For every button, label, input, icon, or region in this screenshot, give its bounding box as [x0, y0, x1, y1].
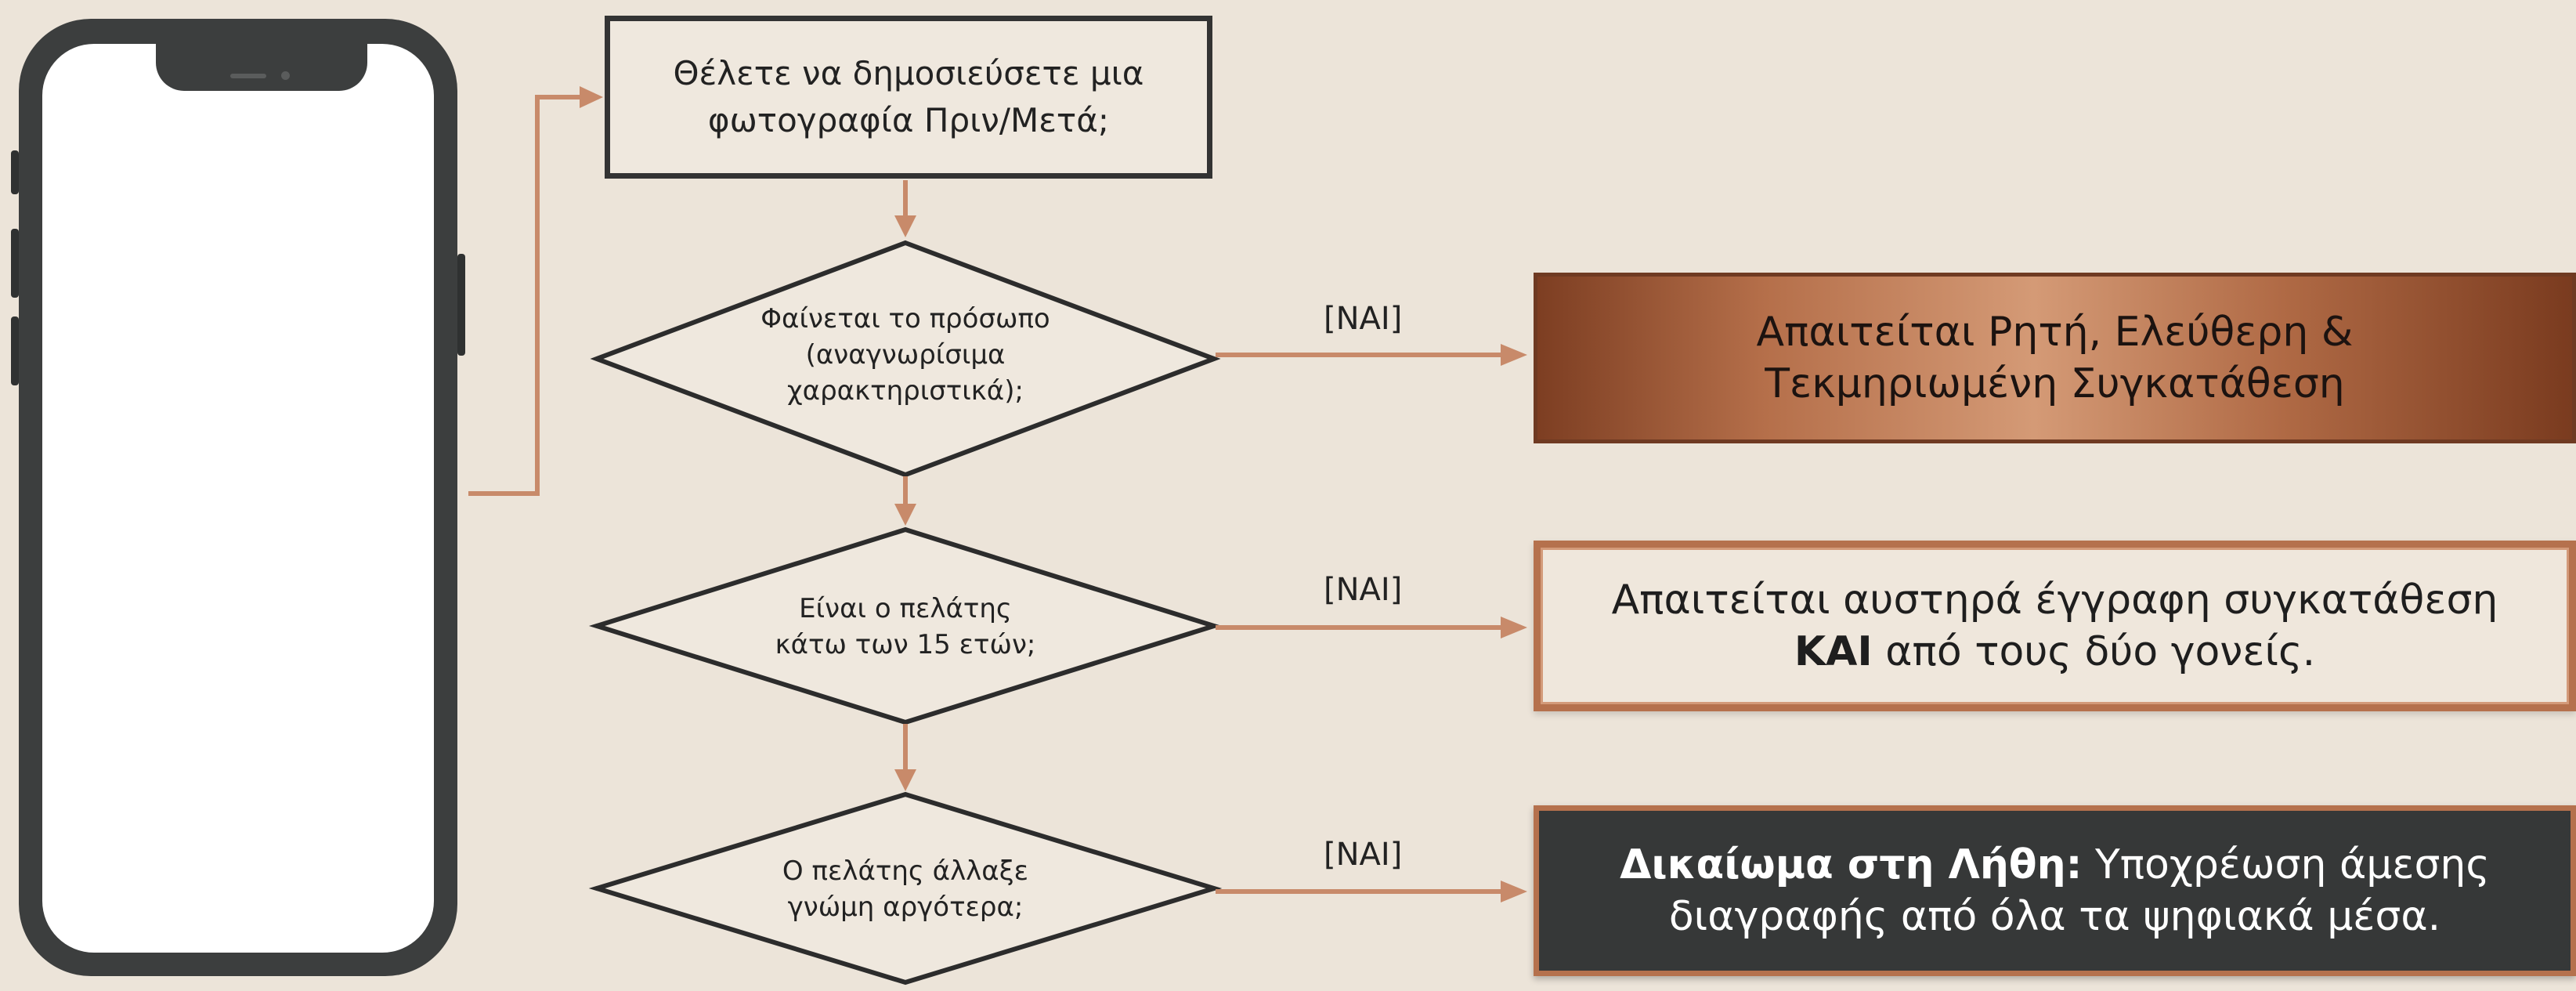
decision-text-line: Φαίνεται το πρόσωπο: [761, 303, 1050, 335]
decision-changed-mind-text: Ο πελάτης άλλαξε γνώμη αργότερα;: [710, 853, 1101, 925]
result-text-line: Τεκμηριωμένη Συγκατάθεση: [1765, 360, 2345, 407]
decision-text-line: κάτω των 15 ετών;: [775, 629, 1036, 660]
decision-text-line: χαρακτηριστικά);: [787, 375, 1024, 407]
decision-under-15-text: Είναι ο πελάτης κάτω των 15 ετών;: [710, 591, 1101, 663]
decision1-to-decision2-arrowhead: [894, 504, 916, 526]
phone-notch: [156, 44, 367, 91]
result-text-line: Απαιτείται αυστηρά έγγραφη συγκατάθεση: [1611, 577, 2498, 624]
decision-text-line: γνώμη αργότερα;: [787, 892, 1024, 923]
start-question-line2: φωτογραφία Πριν/Μετά;: [707, 101, 1110, 139]
phone-volume-down-button: [11, 316, 19, 385]
phone-speaker: [230, 74, 266, 78]
decision-text-line: Είναι ο πελάτης: [799, 593, 1012, 624]
start-question-line1: Θέλετε να δημοσιεύσετε μια: [673, 54, 1144, 92]
decision-under-15-diamond: [588, 526, 1223, 725]
start-to-decision1-arrowhead: [894, 215, 916, 237]
decision-text-line: (αναγνωρίσιμα: [805, 339, 1006, 371]
decision1-yes-label: [ΝΑΙ]: [1324, 301, 1403, 337]
result-text-line: διαγραφής από όλα τα ψηφιακά μέσα.: [1668, 893, 2441, 940]
result-text-line: Απαιτείται Ρητή, Ελεύθερη &: [1756, 309, 2354, 356]
phone-screen: [42, 44, 434, 953]
phone-to-start-arrowhead: [580, 86, 603, 108]
decision-face-visible-text: Φαίνεται το πρόσωπο (αναγνωρίσιμα χαρακτ…: [710, 301, 1101, 409]
decision-face-visible-diamond: [590, 240, 1221, 478]
phone-power-button: [457, 254, 465, 356]
result-right-to-be-forgotten-box: Δικαίωμα στη Λήθη: Υποχρέωση άμεσης διαγ…: [1534, 805, 2576, 976]
phone-volume-up-button: [11, 229, 19, 298]
result-emphasis-text: Δικαίωμα στη Λήθη:: [1620, 841, 2083, 888]
decision2-to-decision3-arrowhead: [894, 769, 916, 791]
phone-camera: [281, 71, 290, 80]
result-text-line: Δικαίωμα στη Λήθη: Υποχρέωση άμεσης: [1620, 839, 2490, 891]
result-text-line: ΚΑΙ από τους δύο γονείς.: [1612, 626, 2498, 678]
decision1-yes-arrowhead: [1501, 344, 1527, 366]
phone-side-button: [11, 150, 19, 194]
result-text-rest: Υποχρέωση άμεσης: [2082, 841, 2490, 888]
start-question-box: Θέλετε να δημοσιεύσετε μια φωτογραφία Πρ…: [605, 16, 1212, 179]
phone-to-start-connector: [468, 95, 580, 496]
decision-changed-mind-diamond: [588, 791, 1223, 986]
result-explicit-consent-box: Απαιτείται Ρητή, Ελεύθερη & Τεκμηριωμένη…: [1534, 273, 2576, 443]
result-text-rest: από τους δύο γονείς.: [1872, 628, 2316, 675]
result-emphasis-text: ΚΑΙ: [1794, 628, 1873, 675]
decision2-yes-label: [ΝΑΙ]: [1324, 572, 1403, 608]
smartphone-icon: [11, 19, 465, 976]
result-parental-consent-box: Απαιτείται αυστηρά έγγραφη συγκατάθεση Κ…: [1534, 541, 2576, 711]
decision3-yes-label: [ΝΑΙ]: [1324, 837, 1403, 873]
decision-text-line: Ο πελάτης άλλαξε: [782, 855, 1029, 887]
decision2-yes-arrowhead: [1501, 617, 1527, 638]
decision3-yes-arrowhead: [1501, 881, 1527, 902]
